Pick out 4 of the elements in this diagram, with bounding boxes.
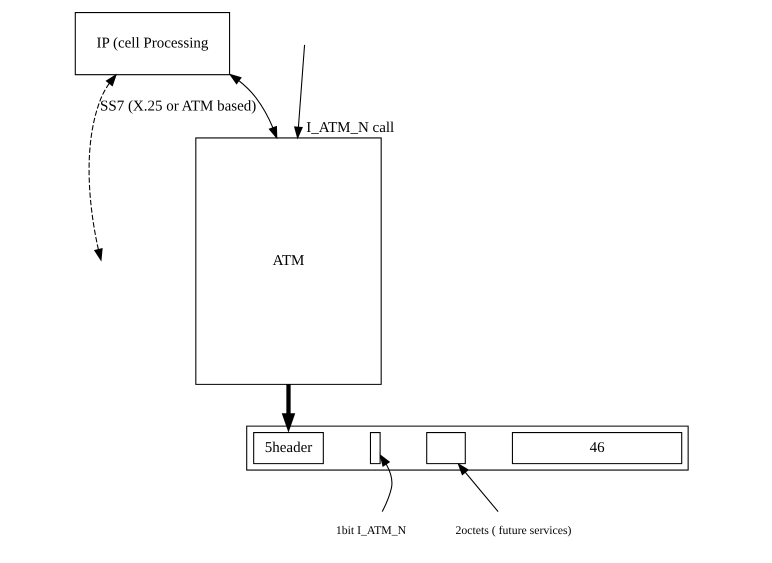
node-text: 1bit I_ATM_N (336, 524, 406, 538)
edge-label: SS7 (X.25 or ATM based) (100, 98, 256, 114)
edge-label: I_ATM_N call (306, 120, 394, 136)
node-text: 2octets ( future services) (456, 524, 572, 538)
